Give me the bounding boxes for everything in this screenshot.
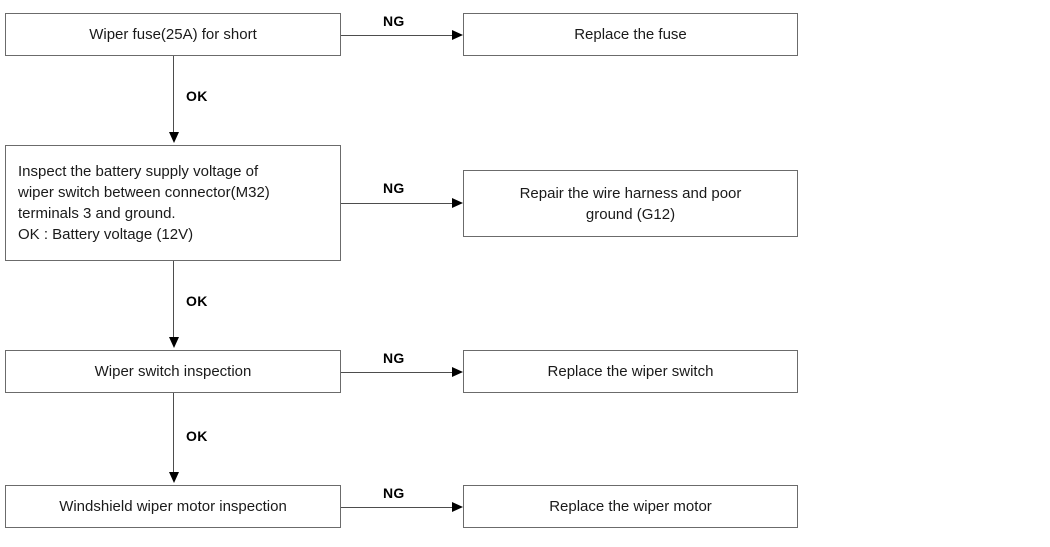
node-label: Replace the wiper motor <box>549 498 712 515</box>
arrowhead-right-4 <box>452 502 463 512</box>
node-label: Replace the wiper switch <box>547 363 714 380</box>
connector-ok-3 <box>173 393 174 473</box>
node-label: Inspect the battery supply voltage of wi… <box>18 163 270 243</box>
connector-ng-4 <box>341 507 456 508</box>
arrowhead-down-2 <box>169 337 179 348</box>
node-label: Wiper fuse(25A) for short <box>89 26 257 43</box>
node-replace-fuse[interactable]: Replace the fuse <box>463 13 798 56</box>
node-label: Wiper switch inspection <box>94 363 252 380</box>
arrowhead-down-3 <box>169 472 179 483</box>
node-wiper-fuse-check[interactable]: Wiper fuse(25A) for short <box>5 13 341 56</box>
node-wiper-switch-inspection[interactable]: Wiper switch inspection <box>5 350 341 393</box>
node-label: Windshield wiper motor inspection <box>59 498 287 515</box>
node-label: Repair the wire harness and poor ground … <box>519 184 742 223</box>
arrowhead-right-3 <box>452 367 463 377</box>
edge-label-ng-1: NG <box>383 13 405 29</box>
connector-ng-3 <box>341 372 456 373</box>
edge-label-ok-3: OK <box>186 428 208 444</box>
edge-label-ok-1: OK <box>186 88 208 104</box>
connector-ng-1 <box>341 35 456 36</box>
edge-label-ng-2: NG <box>383 180 405 196</box>
edge-label-ng-4: NG <box>383 485 405 501</box>
connector-ok-2 <box>173 261 174 339</box>
node-repair-harness-ground[interactable]: Repair the wire harness and poor ground … <box>463 170 798 237</box>
connector-ok-1 <box>173 56 174 134</box>
edge-label-ng-3: NG <box>383 350 405 366</box>
node-label: Replace the fuse <box>574 26 687 43</box>
connector-ng-2 <box>341 203 456 204</box>
arrowhead-right-2 <box>452 198 463 208</box>
node-battery-supply-voltage-check[interactable]: Inspect the battery supply voltage of wi… <box>5 145 341 261</box>
node-wiper-motor-inspection[interactable]: Windshield wiper motor inspection <box>5 485 341 528</box>
node-replace-wiper-switch[interactable]: Replace the wiper switch <box>463 350 798 393</box>
edge-label-ok-2: OK <box>186 293 208 309</box>
node-replace-wiper-motor[interactable]: Replace the wiper motor <box>463 485 798 528</box>
arrowhead-right-1 <box>452 30 463 40</box>
arrowhead-down-1 <box>169 132 179 143</box>
